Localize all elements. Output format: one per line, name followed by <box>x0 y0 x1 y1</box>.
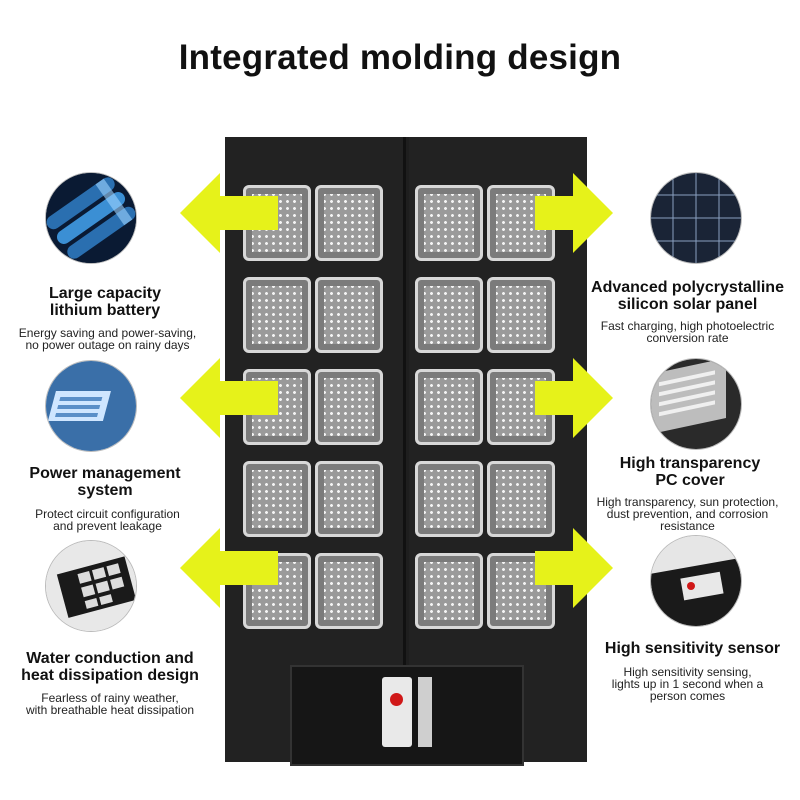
led-module <box>243 277 311 353</box>
led-module <box>415 553 483 629</box>
remote-control <box>382 677 412 747</box>
page-title: Integrated molding design <box>178 38 622 77</box>
pc-cover-icon <box>650 358 742 450</box>
street-lamp <box>225 137 587 766</box>
water-desc: Fearless of rainy weather,with breathabl… <box>25 691 195 717</box>
led-module <box>487 553 555 629</box>
lamp-back-icon <box>45 540 137 632</box>
pc-desc: High transparency, sun protection,dust p… <box>596 495 779 533</box>
sensor-title: High sensitivity sensor <box>604 640 781 657</box>
battery-icon <box>45 172 137 264</box>
battery-desc: Energy saving and power-saving,no power … <box>18 326 197 352</box>
chip-icon <box>45 360 137 452</box>
led-module <box>243 461 311 537</box>
led-module <box>415 277 483 353</box>
led-module <box>415 369 483 445</box>
sensor-desc: High sensitivity sensing,lights up in 1 … <box>611 665 764 703</box>
led-module <box>315 277 383 353</box>
solar-panel-icon <box>650 172 742 264</box>
sensor-box <box>290 665 524 766</box>
led-module <box>415 185 483 261</box>
led-module <box>415 461 483 537</box>
led-module <box>487 461 555 537</box>
remote-label <box>418 677 432 747</box>
led-module <box>315 461 383 537</box>
power-button-icon <box>390 693 403 706</box>
led-module <box>487 277 555 353</box>
led-grid-right <box>415 185 555 629</box>
led-module <box>315 185 383 261</box>
sensor-icon <box>650 535 742 627</box>
led-module <box>315 553 383 629</box>
led-module <box>315 369 383 445</box>
